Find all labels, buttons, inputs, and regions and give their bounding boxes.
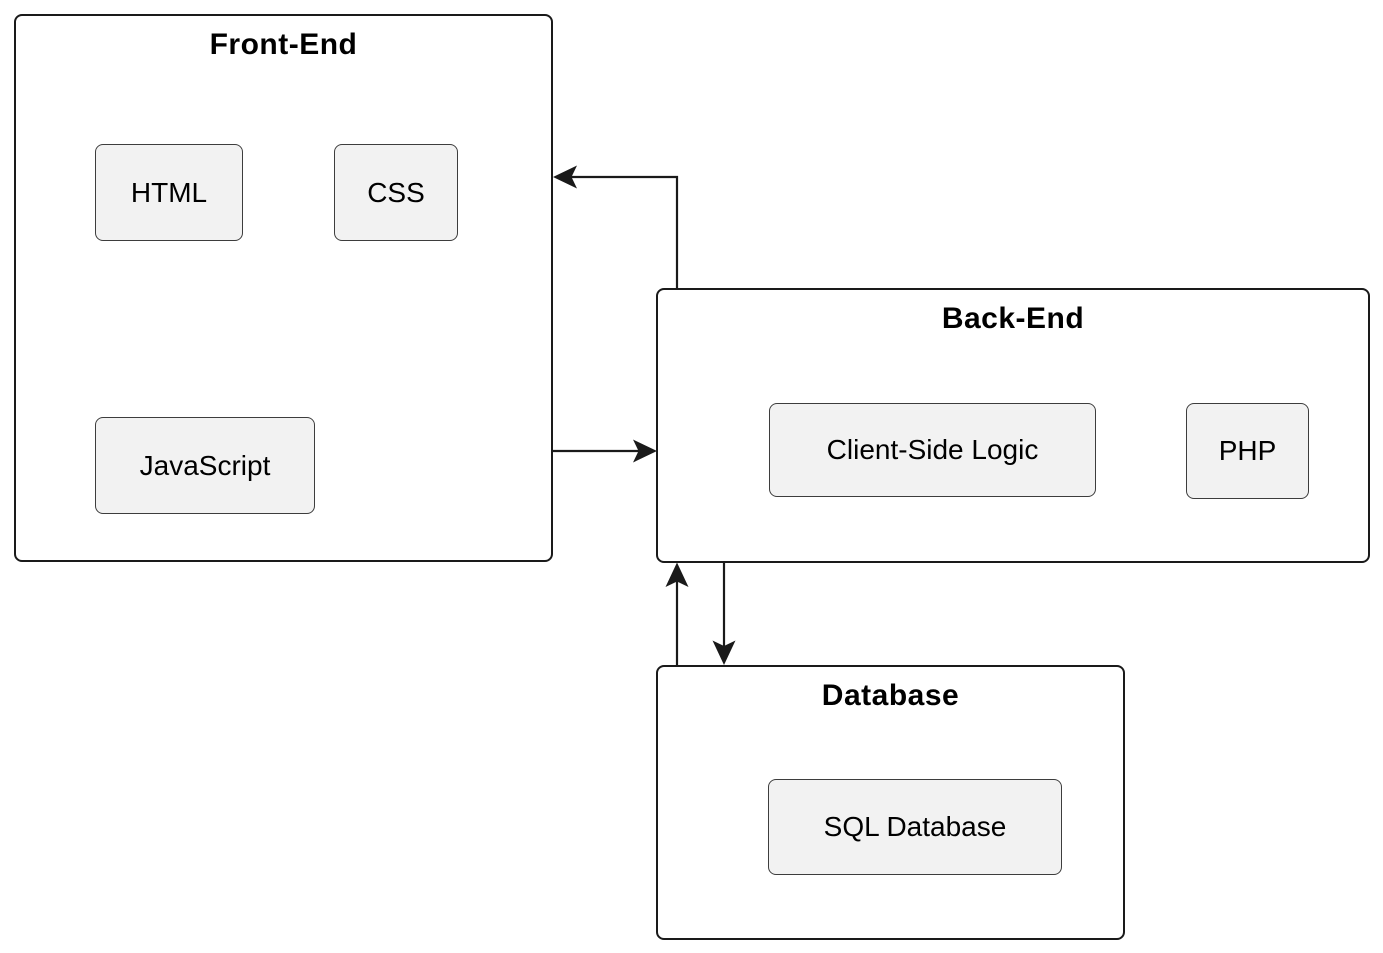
node-client-side-logic: Client-Side Logic [769,403,1096,497]
front-end-title: Front-End [209,28,358,61]
arrow-frontend-to-backend [553,439,657,463]
database-title: Database [821,679,960,712]
back-end-title: Back-End [941,302,1085,335]
arrowhead-right-icon [633,439,657,463]
arrow-backend-to-database [712,563,736,665]
node-css: CSS [334,144,458,241]
node-sql-database: SQL Database [768,779,1062,875]
arrow-database-to-backend [665,562,689,665]
node-php: PHP [1186,403,1309,499]
container-front-end: Front-End HTML CSS JavaScript [14,14,553,562]
arrowhead-left-icon [553,165,577,189]
arrowhead-down-icon [712,640,736,665]
arrow-backend-to-frontend [553,165,679,288]
arrowhead-up-icon [665,562,689,587]
node-html: HTML [95,144,243,241]
node-javascript: JavaScript [95,417,315,514]
